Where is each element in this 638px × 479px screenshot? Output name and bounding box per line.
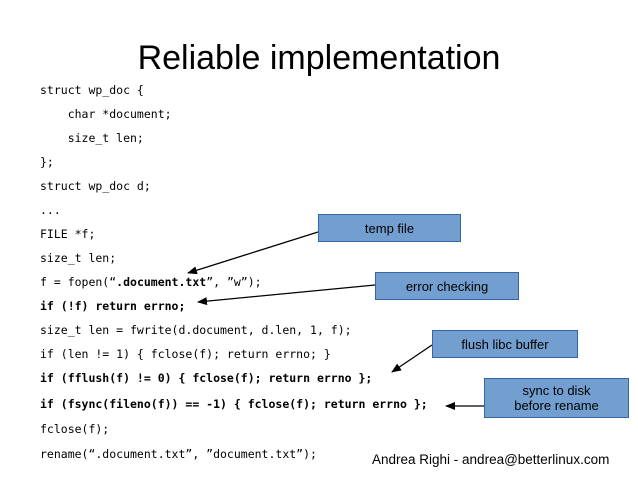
callout-line: sync to disk	[522, 383, 591, 398]
code-line: };	[40, 155, 54, 169]
code-line: struct wp_doc d;	[40, 179, 151, 193]
code-line: ...	[40, 203, 61, 217]
code-line: size_t len;	[40, 251, 117, 265]
code-line: size_t len;	[40, 131, 144, 145]
callout-sync-to-disk: sync to disk before rename	[484, 378, 629, 418]
code-fragment-bold: .document.txt	[116, 275, 207, 289]
code-line: char *document;	[40, 107, 172, 121]
arrow-flush-libc	[391, 344, 433, 373]
code-line: fclose(f);	[40, 422, 110, 436]
code-line: if (fflush(f) != 0) { fclose(f); return …	[40, 371, 373, 385]
slide-title: Reliable implementation	[137, 39, 501, 77]
code-fragment: ”, ”w”);	[206, 275, 262, 289]
code-line: rename(“.document.txt”, ”document.txt”);	[40, 447, 317, 461]
footer-credit: Andrea Righi - andrea@betterlinux.com	[372, 452, 610, 467]
code-line: struct wp_doc {	[40, 83, 144, 97]
code-fragment: f = fopen(“	[40, 275, 117, 289]
callout-line: before rename	[514, 398, 599, 413]
callout-temp-file: temp file	[318, 214, 461, 242]
arrow-temp-file	[187, 231, 319, 275]
callout-flush-libc-buffer: flush libc buffer	[432, 330, 578, 358]
code-line: if (fsync(fileno(f)) == -1) { fclose(f);…	[40, 397, 428, 411]
code-line: FILE *f;	[40, 227, 96, 241]
arrow-error-checking	[197, 284, 376, 306]
code-line: if (len != 1) { fclose(f); return errno;…	[40, 347, 331, 361]
code-line: size_t len = fwrite(d.document, d.len, 1…	[40, 323, 352, 337]
callout-error-checking: error checking	[375, 272, 519, 300]
code-line: if (!f) return errno;	[40, 299, 186, 313]
code-line-fopen: f = fopen(“.document.txt”, ”w”);	[40, 274, 262, 290]
